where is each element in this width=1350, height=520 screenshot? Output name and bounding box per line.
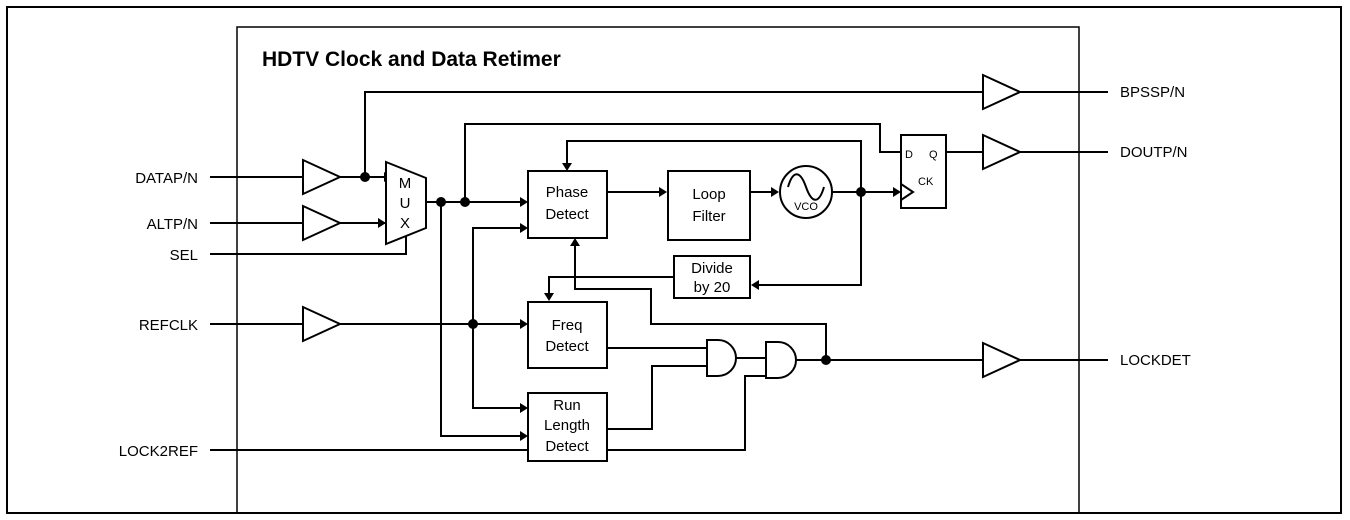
ff-ck-label: CK <box>918 176 934 188</box>
doutp-buffer <box>982 133 1023 171</box>
run-length-label-2: Length <box>544 417 590 434</box>
pin-label-doutp: DOUTP/N <box>1120 144 1188 161</box>
pin-label-datap: DATAP/N <box>135 170 198 187</box>
divide-label-1: Divide <box>691 260 733 277</box>
phase-detect-label-2: Detect <box>545 206 589 223</box>
mux-label-x: X <box>400 215 410 232</box>
bpssp-buffer <box>982 73 1023 111</box>
refclk-buffer <box>302 305 343 343</box>
loop-filter-label-2: Filter <box>692 208 725 225</box>
and-gate-2 <box>765 341 797 379</box>
vco-block: VCO <box>779 165 833 219</box>
run-length-label-1: Run <box>553 397 581 414</box>
pin-label-bpssp: BPSSP/N <box>1120 84 1185 101</box>
lockdet-path <box>570 238 1108 379</box>
freq-detect-label-1: Freq <box>552 317 583 334</box>
pin-label-lockdet: LOCKDET <box>1120 352 1191 369</box>
bpssp-path <box>364 73 1108 177</box>
mux: M U X <box>385 160 427 246</box>
freq-detect-block: Freq Detect <box>527 301 608 369</box>
mux-output-net <box>426 123 903 441</box>
refclk-branches <box>472 223 528 413</box>
loop-filter-block: Loop Filter <box>667 170 751 241</box>
pin-label-sel: SEL <box>170 247 198 264</box>
run-length-label-3: Detect <box>545 438 589 455</box>
altp-buffer <box>302 204 343 242</box>
ff-q-label: Q <box>929 149 938 161</box>
diagram-title: HDTV Clock and Data Retimer <box>262 48 561 71</box>
phase-detect-label-1: Phase <box>546 184 589 201</box>
freq-detect-label-2: Detect <box>545 338 589 355</box>
pin-label-altp: ALTP/N <box>147 216 198 233</box>
pin-label-lock2ref: LOCK2REF <box>119 443 198 460</box>
vco-label: VCO <box>794 201 818 213</box>
phase-detect-block: Phase Detect <box>527 170 608 239</box>
pin-label-refclk: REFCLK <box>139 317 198 334</box>
divide-label-2: by 20 <box>694 279 731 296</box>
altp-path <box>210 204 386 242</box>
chip-body <box>236 26 1080 514</box>
sel-path <box>210 236 407 255</box>
doutp-path <box>946 133 1108 171</box>
vco-output-net <box>562 140 901 290</box>
mux-label-m: M <box>399 175 412 192</box>
refclk-path <box>210 305 528 343</box>
lockdet-buffer <box>982 341 1023 379</box>
mux-label-u: U <box>400 195 411 212</box>
run-length-detect-block: Run Length Detect <box>527 392 608 462</box>
d-flipflop: D Q CK <box>900 134 947 209</box>
datap-buffer <box>302 158 343 196</box>
and-gate-1 <box>706 339 737 377</box>
divide-by-20-block: Divide by 20 <box>673 255 751 299</box>
lock2ref-path <box>210 375 766 451</box>
ff-d-label: D <box>905 149 913 161</box>
loop-filter-label-1: Loop <box>692 186 725 203</box>
